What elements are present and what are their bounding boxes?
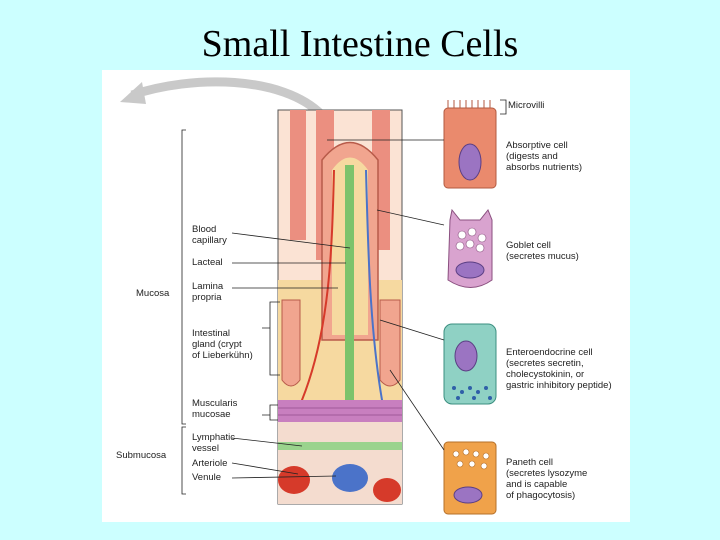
blood-capillary-label: Blood capillary — [192, 224, 227, 246]
absorptive-cell-label: Absorptive cell (digests and absorbs nut… — [506, 140, 582, 173]
microvilli-label: Microvilli — [508, 100, 544, 111]
absorptive-nucleus — [459, 144, 481, 180]
microvilli-bracket — [500, 100, 506, 114]
background-villus — [290, 110, 306, 240]
slide-title: Small Intestine Cells — [0, 22, 720, 66]
crypt-right — [380, 300, 400, 386]
venule-label: Venule — [192, 472, 221, 483]
diagram-artwork — [102, 70, 630, 522]
lamina-propria-label: Lamina propria — [192, 281, 223, 303]
arrow-head — [120, 82, 146, 104]
arteriole-section — [278, 466, 310, 494]
goblet-nucleus — [456, 262, 484, 278]
crypt-left — [282, 300, 300, 386]
enteroendocrine-cell-label: Enteroendocrine cell (secretes secretin,… — [506, 347, 612, 391]
mucosa-label: Mucosa — [136, 288, 169, 299]
paneth-cell-label: Paneth cell (secretes lysozyme and is ca… — [506, 457, 587, 501]
lymphatic-vessel-label: Lymphatic vessel — [192, 432, 235, 454]
enteroendocrine-nucleus — [455, 341, 477, 371]
submucosa-label: Submucosa — [116, 450, 166, 461]
intestine-diagram: Microvilli Absorptive cell (digests and … — [102, 70, 630, 522]
arteriole-label: Arteriole — [192, 458, 227, 469]
goblet-cell-label: Goblet cell (secretes mucus) — [506, 240, 579, 262]
lacteal-label: Lacteal — [192, 257, 223, 268]
intestinal-gland-label: Intestinal gland (crypt of Lieberkühn) — [192, 328, 253, 361]
muscularis-band — [278, 400, 402, 422]
venule-section — [332, 464, 368, 492]
lymphatic-band — [278, 442, 402, 450]
paneth-nucleus — [454, 487, 482, 503]
muscularis-mucosae-label: Muscularis mucosae — [192, 398, 237, 420]
